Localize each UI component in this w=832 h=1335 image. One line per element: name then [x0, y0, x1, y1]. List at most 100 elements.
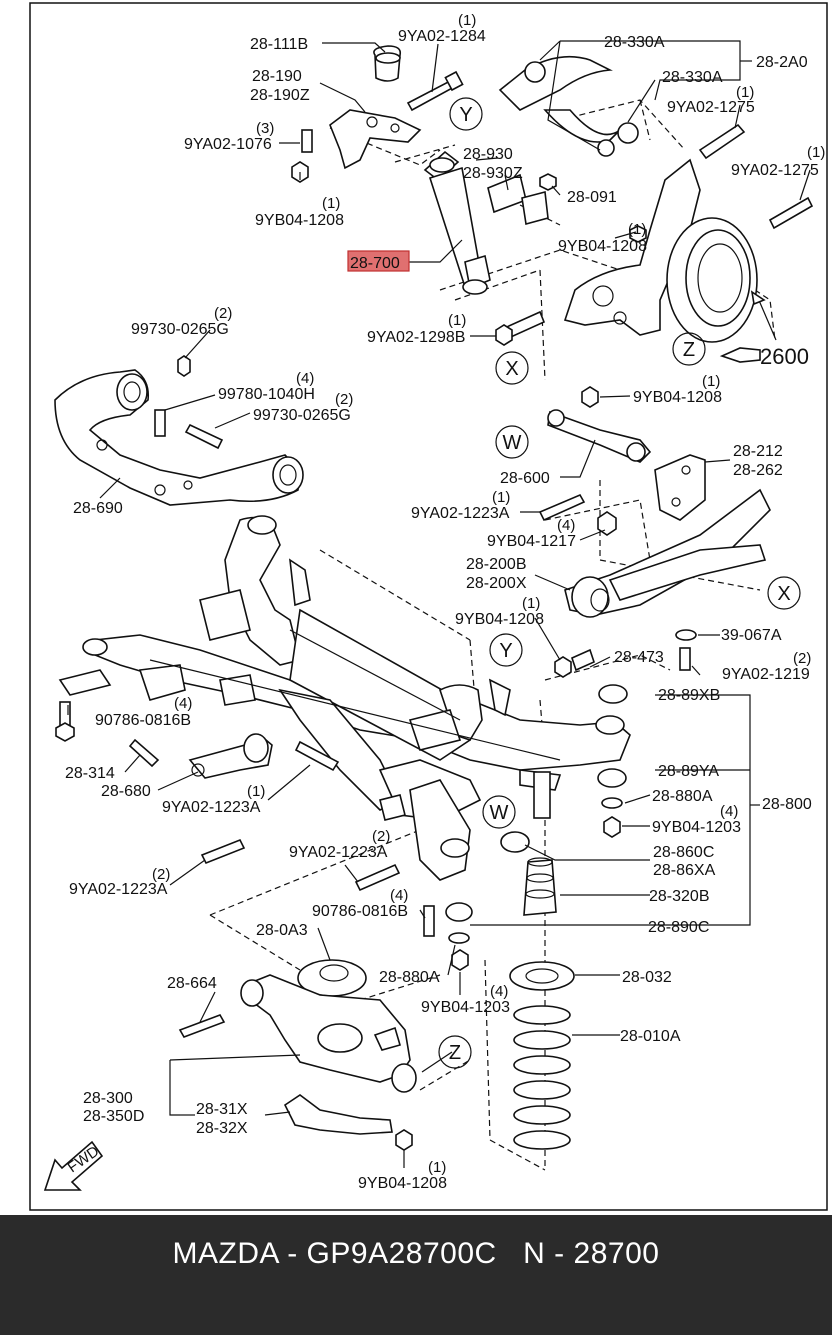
callout-z-label-2: Z	[449, 1042, 461, 1064]
label-90786-0816B-a[interactable]: 90786-0816B	[95, 712, 191, 729]
label-28-89YA[interactable]: 28-89YA	[658, 763, 719, 780]
label-9YA02-1219[interactable]: 9YA02-1219	[722, 666, 810, 683]
mount-28-89XB	[598, 684, 628, 704]
label-28-111B[interactable]: 28-111B	[250, 36, 308, 53]
qty-1223A-a: (1)	[492, 489, 510, 506]
mount-28-890C	[445, 902, 473, 922]
label-28-800[interactable]: 28-800	[762, 796, 812, 813]
label-28-200B[interactable]: 28-200B	[466, 556, 527, 573]
label-9YA02-1223A-a[interactable]: 9YA02-1223A	[411, 505, 510, 522]
qty-1275-b: (1)	[807, 144, 825, 161]
label-28-930Z[interactable]: 28-930Z	[463, 165, 523, 182]
mount-28-89YA	[597, 768, 627, 788]
label-28-700[interactable]: 28-700	[350, 255, 400, 272]
label-9YA02-1076[interactable]: 9YA02-1076	[184, 136, 272, 153]
mount-28-860C	[500, 831, 530, 853]
label-9YB04-1208-e[interactable]: 9YB04-1208	[358, 1175, 447, 1192]
diagram-border	[29, 2, 828, 1211]
callout-w-label-2: W	[490, 802, 509, 824]
qty-1217: (4)	[557, 517, 575, 534]
label-9YB04-1203-b[interactable]: 9YB04-1203	[421, 999, 510, 1016]
label-9YA02-1223A-c[interactable]: 9YA02-1223A	[289, 844, 388, 861]
label-28-664[interactable]: 28-664	[167, 975, 217, 992]
subframe-28-800-group	[58, 515, 631, 881]
label-28-860C[interactable]: 28-860C	[653, 844, 714, 861]
callout-y-label-2: Y	[499, 640, 512, 662]
knuckle-group	[498, 55, 814, 343]
label-9YB04-1208-d[interactable]: 9YB04-1208	[455, 611, 544, 628]
bolt-9YA02-1223A-b	[294, 740, 340, 772]
bolt-9YA02-1275-a	[698, 123, 746, 160]
nut-9YB04-1203-b	[451, 949, 469, 971]
label-9YA02-1223A-d[interactable]: 9YA02-1223A	[69, 881, 168, 898]
label-99730-0265G-a[interactable]: 99730-0265G	[131, 321, 229, 338]
qty-1208-c: (1)	[702, 373, 720, 390]
part-labels: 28-111B (1) 9YA02-1284 28-190 28-190Z (3…	[65, 12, 825, 1192]
label-99780-1040H[interactable]: 99780-1040H	[218, 386, 315, 403]
label-9YB04-1208-c[interactable]: 9YB04-1208	[633, 389, 722, 406]
label-9YA02-1298B[interactable]: 9YA02-1298B	[367, 329, 465, 346]
label-28-690[interactable]: 28-690	[73, 500, 123, 517]
nut-9YB04-1208-b	[629, 225, 647, 243]
qty-1219: (2)	[793, 650, 811, 667]
label-39-067A[interactable]: 39-067A	[721, 627, 782, 644]
bolt-90786-0816B-b	[423, 905, 435, 937]
label-28-880A-b[interactable]: 28-880A	[379, 969, 440, 986]
callout-z-label: Z	[683, 339, 695, 361]
label-28-190Z[interactable]: 28-190Z	[250, 87, 310, 104]
label-28-880A-a[interactable]: 28-880A	[652, 788, 713, 805]
nut-9YB04-1208-c	[581, 386, 599, 408]
label-28-680[interactable]: 28-680	[101, 783, 151, 800]
links-group	[538, 386, 771, 678]
label-28-320B[interactable]: 28-320B	[649, 888, 710, 905]
label-28-32X[interactable]: 28-32X	[196, 1120, 248, 1137]
bolt-28-314	[128, 738, 160, 768]
bushing-28-330A-a	[524, 61, 546, 83]
label-28-262[interactable]: 28-262	[733, 462, 783, 479]
label-28-032[interactable]: 28-032	[622, 969, 672, 986]
label-28-300[interactable]: 28-300	[83, 1090, 133, 1107]
label-99730-0265G-b[interactable]: 99730-0265G	[253, 407, 351, 424]
label-28-89XB[interactable]: 28-89XB	[658, 687, 720, 704]
label-28-330A-b[interactable]: 28-330A	[662, 69, 723, 86]
label-9YB04-1203-a[interactable]: 9YB04-1203	[652, 819, 741, 836]
label-9YA02-1275-b[interactable]: 9YA02-1275	[731, 162, 819, 179]
coil-spring-28-010A	[513, 1005, 571, 1150]
label-28-190[interactable]: 28-190	[252, 68, 302, 85]
label-9YA02-1275-a[interactable]: 9YA02-1275	[667, 99, 755, 116]
label-9YA02-1223A-b[interactable]: 9YA02-1223A	[162, 799, 261, 816]
bolt-9YA02-1076	[301, 129, 313, 153]
label-28-314[interactable]: 28-314	[65, 765, 115, 782]
label-28-0A3[interactable]: 28-0A3	[256, 922, 308, 939]
label-28-930[interactable]: 28-930	[463, 146, 513, 163]
qty-0816B-a: (4)	[174, 695, 192, 712]
callout-x-label: X	[505, 358, 518, 380]
callout-x-right: X	[767, 576, 801, 610]
qty-1208-d: (1)	[522, 595, 540, 612]
bolt-99730-0265G-b	[184, 423, 224, 450]
label-28-010A[interactable]: 28-010A	[620, 1028, 681, 1045]
bolt-9YA02-1223A-d	[354, 863, 401, 892]
label-28-350D[interactable]: 28-350D	[83, 1108, 144, 1125]
label-28-890C[interactable]: 28-890C	[648, 919, 709, 936]
label-9YB04-1217[interactable]: 9YB04-1217	[487, 533, 576, 550]
label-28-091[interactable]: 28-091	[567, 189, 617, 206]
label-9YB04-1208-b[interactable]: 9YB04-1208	[558, 238, 647, 255]
qty-0265G-b: (2)	[335, 391, 353, 408]
label-28-2A0[interactable]: 28-2A0	[756, 54, 808, 71]
label-9YB04-1208-a[interactable]: 9YB04-1208	[255, 212, 344, 229]
label-90786-0816B-b[interactable]: 90786-0816B	[312, 903, 408, 920]
qty-1208-b: (1)	[628, 221, 646, 238]
label-28-600[interactable]: 28-600	[500, 470, 550, 487]
callout-w-low: W	[482, 795, 516, 829]
bushing-28-330A-b	[617, 122, 639, 144]
label-28-31X[interactable]: 28-31X	[196, 1101, 248, 1118]
label-28-330A-a[interactable]: 28-330A	[604, 34, 665, 51]
label-28-212[interactable]: 28-212	[733, 443, 783, 460]
label-28-473[interactable]: 28-473	[614, 649, 664, 666]
label-28-86XA[interactable]: 28-86XA	[653, 862, 716, 879]
left-hardware	[55, 701, 435, 937]
label-9YA02-1284[interactable]: 9YA02-1284	[398, 28, 486, 45]
label-28-200X[interactable]: 28-200X	[466, 575, 527, 592]
